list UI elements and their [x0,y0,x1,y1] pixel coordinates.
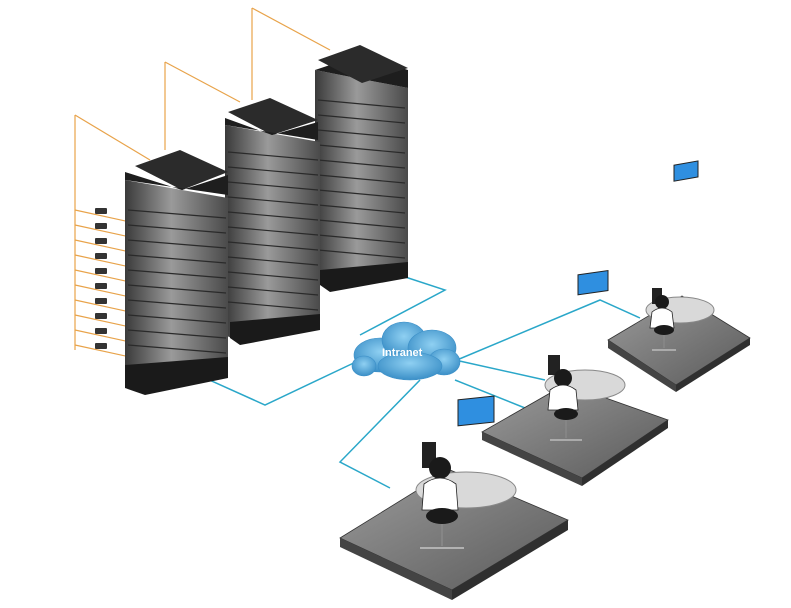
server-rack-left [125,150,228,395]
network-links [204,271,641,489]
rack-cabling [74,7,331,358]
intranet-label: Intranet [382,347,423,359]
intranet-cloud: Intranet [351,321,461,381]
user-icon [655,295,669,309]
user-icon [554,369,572,387]
workstation-front [339,395,569,600]
monitor-icon [457,395,495,427]
workstation-back [607,160,751,392]
server-rack-right [315,45,408,292]
cable-connectors [74,209,131,358]
workstation-middle [481,269,669,486]
server-rack-middle [225,98,320,345]
monitor-icon [577,269,609,296]
connector-plugs [95,208,107,349]
monitor-icon [673,160,699,182]
user-icon [429,457,451,479]
